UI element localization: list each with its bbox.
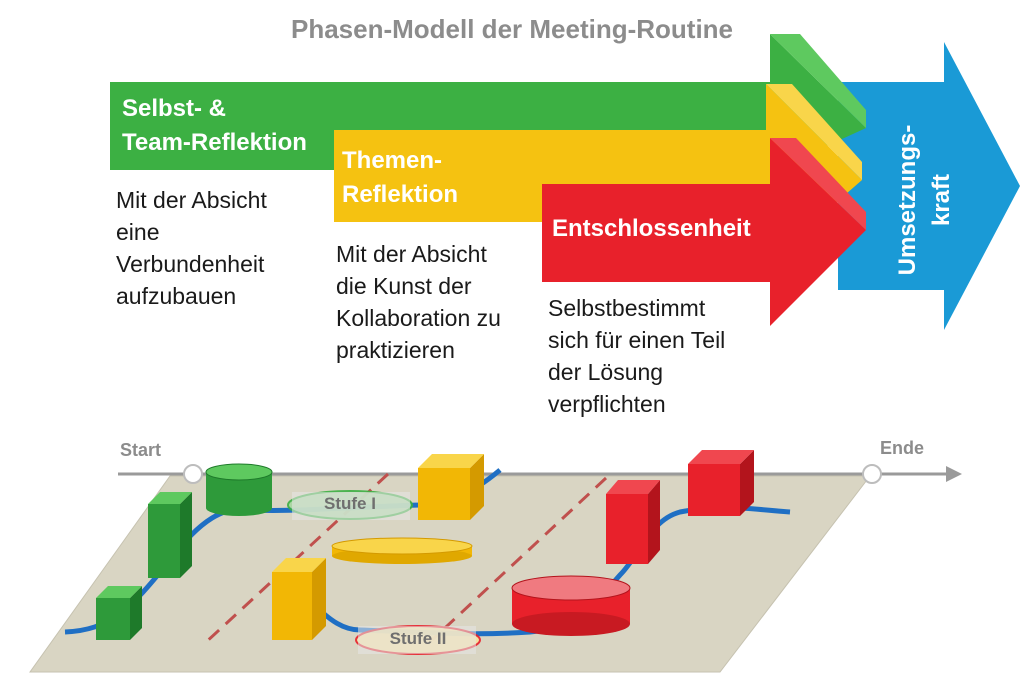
phase-1-arrow-edge [770, 34, 866, 128]
green-block-tall [148, 492, 192, 578]
timeline-arrowhead [946, 466, 962, 482]
red-block-right [688, 450, 754, 516]
phase-2-label: Themen- Reflektion [342, 147, 459, 208]
phase-separator-2 [430, 476, 608, 642]
yellow-block-tall [272, 558, 326, 640]
timeline-start-marker [183, 464, 203, 484]
green-block-small [96, 586, 142, 640]
timeline-end-label: Ende [880, 438, 925, 458]
phase-2-arrow-edge [766, 84, 862, 180]
yellow-block-top [418, 454, 484, 520]
green-cylinder [205, 463, 273, 516]
phase-3-arrow [542, 138, 866, 326]
stage-1-label: Stufe I [324, 494, 376, 513]
timeline-start-label: Start [120, 440, 162, 460]
stage-2-box [358, 626, 476, 654]
red-cylinder [511, 575, 631, 636]
phase-1-description: Mit der Absicht eine Verbundenheit aufzu… [116, 187, 267, 309]
phase-3-description: Selbstbestimmt sich für einen Teil der L… [548, 295, 726, 417]
stage-2-label: Stufe II [389, 629, 447, 648]
red-block-left [606, 480, 660, 564]
phase-3-arrow-edge [770, 138, 866, 230]
stage-1-box [292, 492, 410, 520]
result-arrow [838, 42, 1020, 330]
yellow-disc [331, 537, 473, 564]
timeline-end-marker [862, 464, 882, 484]
phase-2-description: Mit der Absicht die Kunst der Kollaborat… [336, 241, 501, 363]
diagram-title: Phasen-Modell der Meeting-Routine [290, 14, 734, 44]
phase-3-label: Entschlossenheit [552, 215, 751, 242]
result-label: Umsetzungs- kraft [894, 124, 955, 276]
phase-1-label: Selbst- & Team-Reflektion [122, 95, 307, 156]
